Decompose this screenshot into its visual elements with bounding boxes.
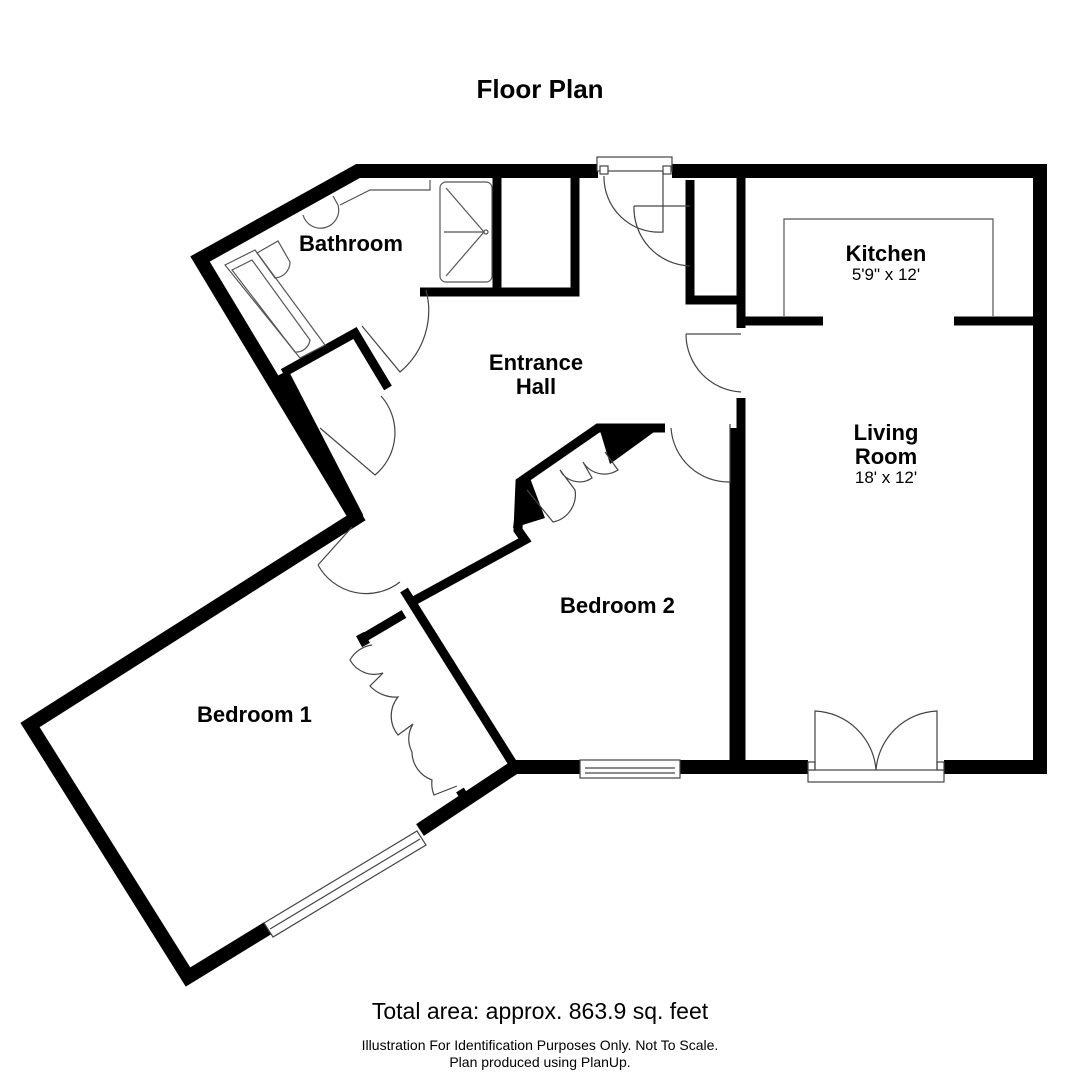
- room-dimensions: 5'9" x 12': [851, 265, 921, 284]
- room-name-line1: Living: [853, 420, 919, 445]
- room-label-bedroom-2: Bedroom 2: [560, 594, 675, 618]
- room-label-living-room: Living Room 18' x 12': [826, 421, 946, 487]
- disclaimer: Illustration For Identification Purposes…: [361, 1037, 719, 1053]
- room-label-bathroom: Bathroom: [299, 232, 403, 256]
- total-area: Total area: approx. 863.9 sq. feet: [371, 998, 709, 1024]
- room-name-line2: Room: [854, 444, 918, 469]
- bedroom-1-window: [263, 830, 427, 938]
- living-room-french-doors: [807, 710, 945, 783]
- room-name: Kitchen: [845, 241, 927, 266]
- room-name: Bedroom 1: [197, 702, 312, 727]
- room-label-entrance-hall: Entrance Hall: [476, 351, 596, 399]
- room-label-kitchen: Kitchen 5'9" x 12': [826, 242, 946, 284]
- wall-wedge-2: [513, 478, 545, 528]
- bedroom-2-window: [579, 759, 681, 779]
- room-name: Bathroom: [299, 231, 403, 256]
- wall-wedge: [598, 424, 665, 464]
- room-label-bedroom-1: Bedroom 1: [197, 703, 312, 727]
- page-title: Floor Plan: [476, 74, 604, 104]
- bathroom-fixtures: [224, 180, 493, 359]
- room-name-line2: Hall: [515, 374, 557, 399]
- credit: Plan produced using PlanUp.: [449, 1054, 631, 1070]
- room-name: Bedroom 2: [560, 593, 675, 618]
- room-name-line1: Entrance: [488, 350, 584, 375]
- room-dimensions: 18' x 12': [854, 468, 918, 487]
- front-door-frame: [596, 156, 673, 175]
- kitchen-counter: [783, 218, 994, 316]
- door-swings: [317, 172, 742, 796]
